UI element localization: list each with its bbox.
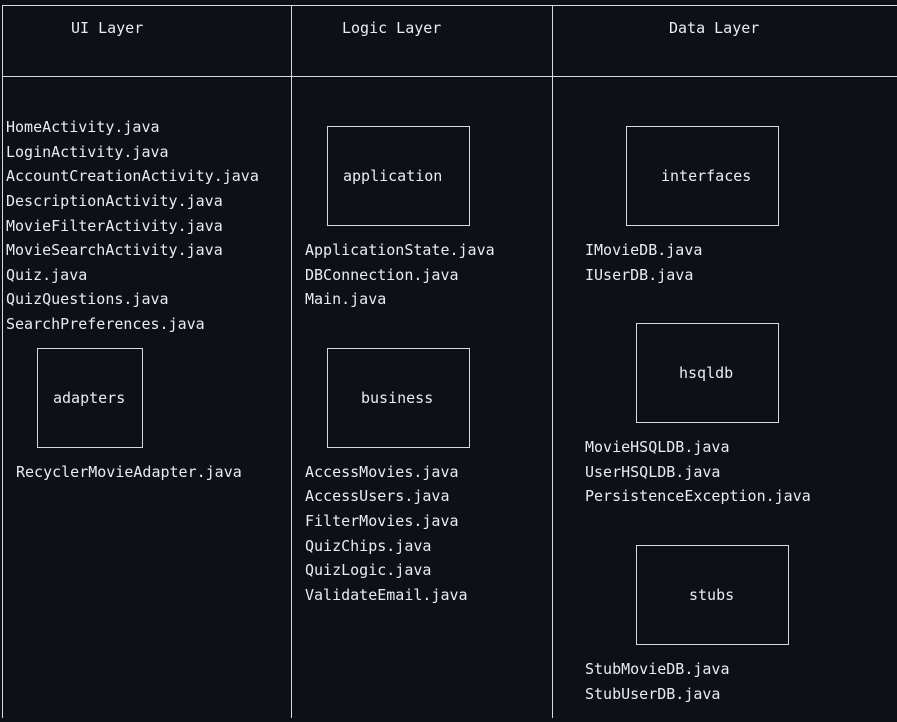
column-divider-ui-logic bbox=[291, 5, 292, 718]
package-box-application bbox=[327, 126, 470, 226]
file-entry: PersistenceException.java bbox=[585, 487, 811, 505]
file-entry: IUserDB.java bbox=[585, 266, 694, 284]
package-label-interfaces: interfaces bbox=[661, 167, 752, 185]
file-entry: MovieHSQLDB.java bbox=[585, 438, 730, 456]
file-entry: RecyclerMovieAdapter.java bbox=[16, 463, 242, 481]
top-border bbox=[2, 5, 897, 6]
file-entry: Quiz.java bbox=[6, 266, 88, 284]
file-entry: AccessMovies.java bbox=[305, 463, 459, 481]
data-layer-header: Data Layer bbox=[669, 19, 760, 37]
column-divider-logic-data bbox=[552, 5, 553, 718]
file-entry: IMovieDB.java bbox=[585, 241, 703, 259]
logic-layer-header: Logic Layer bbox=[342, 19, 442, 37]
file-entry: MovieFilterActivity.java bbox=[6, 217, 223, 235]
package-label-stubs: stubs bbox=[689, 586, 735, 604]
file-entry: QuizChips.java bbox=[305, 537, 432, 555]
file-entry: DescriptionActivity.java bbox=[6, 192, 223, 210]
package-box-business bbox=[327, 348, 470, 448]
file-entry: MovieSearchActivity.java bbox=[6, 241, 223, 259]
file-entry: SearchPreferences.java bbox=[6, 315, 205, 333]
package-label-hsqldb: hsqldb bbox=[679, 364, 734, 382]
file-entry: StubMovieDB.java bbox=[585, 660, 730, 678]
package-box-stubs bbox=[636, 545, 789, 645]
package-box-hsqldb bbox=[636, 323, 779, 423]
package-box-interfaces bbox=[626, 126, 779, 226]
package-label-adapters: adapters bbox=[53, 389, 126, 407]
file-entry: AccountCreationActivity.java bbox=[6, 167, 259, 185]
file-entry: FilterMovies.java bbox=[305, 512, 459, 530]
file-entry: QuizLogic.java bbox=[305, 561, 432, 579]
ui-layer-header: UI Layer bbox=[71, 19, 144, 37]
file-entry: HomeActivity.java bbox=[6, 118, 160, 136]
file-entry: ValidateEmail.java bbox=[305, 586, 468, 604]
file-entry: ApplicationState.java bbox=[305, 241, 495, 259]
column-divider-left bbox=[2, 5, 3, 718]
file-entry: LoginActivity.java bbox=[6, 143, 169, 161]
file-entry: Main.java bbox=[305, 290, 387, 308]
package-box-adapters bbox=[37, 348, 143, 448]
package-label-business: business bbox=[361, 389, 434, 407]
file-entry: AccessUsers.java bbox=[305, 487, 450, 505]
package-label-application: application bbox=[343, 167, 443, 185]
file-entry: DBConnection.java bbox=[305, 266, 459, 284]
file-entry: StubUserDB.java bbox=[585, 685, 721, 703]
file-entry: UserHSQLDB.java bbox=[585, 463, 721, 481]
file-entry: QuizQuestions.java bbox=[6, 290, 169, 308]
header-separator bbox=[2, 76, 897, 77]
